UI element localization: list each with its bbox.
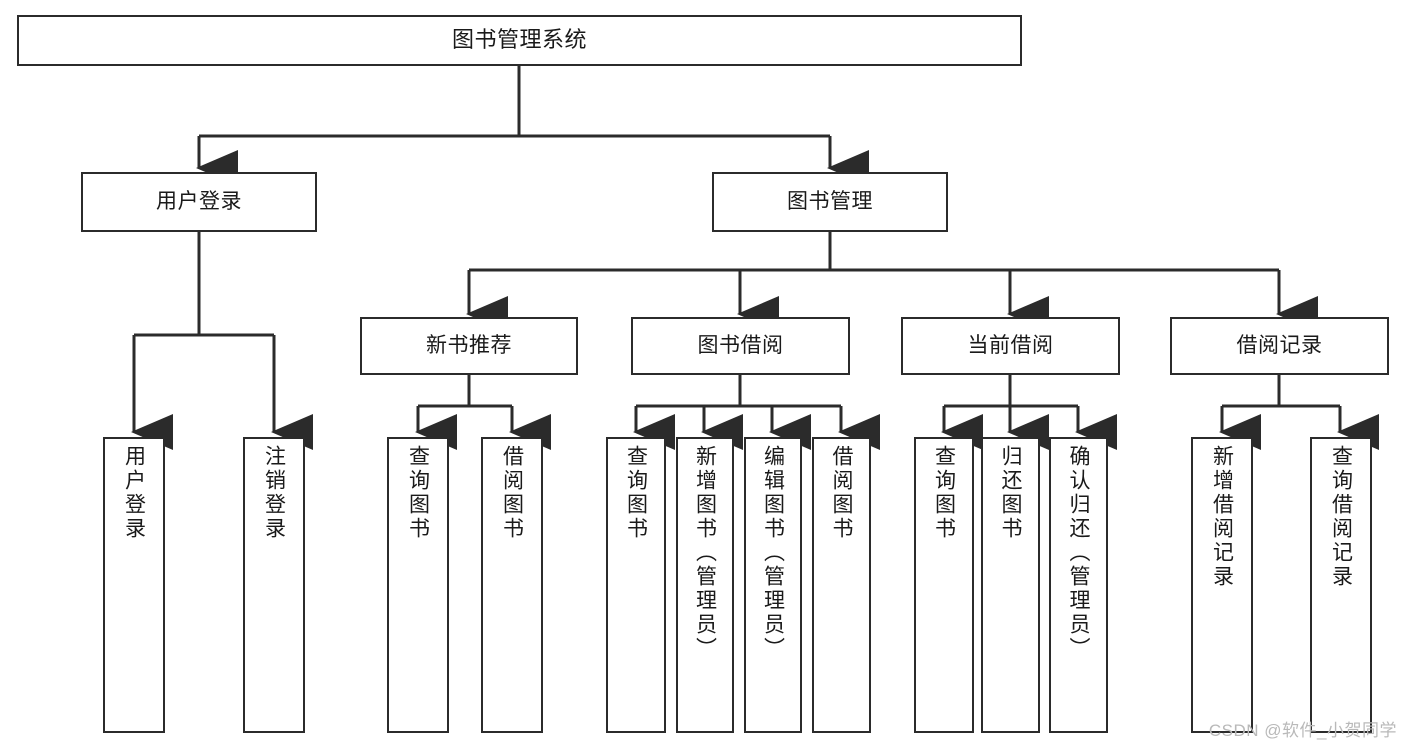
node-book-borrow[interactable]: 图书借阅 [631, 317, 850, 375]
node-user-login[interactable]: 用户登录 [81, 172, 317, 232]
leaf-edit-book-admin[interactable]: 编辑图书（管理员） [744, 437, 802, 733]
node-label: 当前借阅 [967, 334, 1054, 358]
leaf-confirm-return-admin[interactable]: 确认归还（管理员） [1049, 437, 1108, 733]
node-root-system[interactable]: 图书管理系统 [17, 15, 1022, 66]
node-label: 图书管理系统 [451, 27, 587, 53]
leaf-user-login[interactable]: 用户登录 [103, 437, 165, 733]
node-book-manage[interactable]: 图书管理 [712, 172, 948, 232]
leaf-borrow-book[interactable]: 借阅图书 [812, 437, 871, 733]
node-label: 借阅图书 [830, 445, 853, 541]
node-label: 图书管理 [787, 190, 873, 214]
node-label: 确认归还（管理员） [1067, 445, 1090, 661]
node-borrow-record[interactable]: 借阅记录 [1170, 317, 1389, 375]
leaf-return-book[interactable]: 归还图书 [981, 437, 1040, 733]
node-label: 借阅图书 [500, 445, 524, 541]
node-label: 查询图书 [932, 445, 956, 541]
csdn-watermark: CSDN @软件_小贺同学 [1208, 721, 1397, 740]
leaf-add-borrow-record[interactable]: 新增借阅记录 [1191, 437, 1253, 733]
node-label: 用户登录 [156, 190, 242, 214]
node-label: 查询图书 [624, 445, 648, 541]
leaf-query-borrow-record[interactable]: 查询借阅记录 [1310, 437, 1372, 733]
node-label: 图书借阅 [697, 334, 784, 358]
leaf-logout[interactable]: 注销登录 [243, 437, 305, 733]
node-label: 新书推荐 [426, 334, 512, 358]
leaf-query-book-current[interactable]: 查询图书 [914, 437, 974, 733]
leaf-query-book-recommend[interactable]: 查询图书 [387, 437, 449, 733]
node-label: 归还图书 [999, 445, 1022, 541]
leaf-query-book-borrow[interactable]: 查询图书 [606, 437, 666, 733]
node-label: 注销登录 [262, 445, 286, 541]
node-new-book-recommend[interactable]: 新书推荐 [360, 317, 578, 375]
node-label: 编辑图书（管理员） [761, 445, 785, 661]
node-label: 查询借阅记录 [1329, 445, 1353, 589]
node-label: 用户登录 [122, 445, 146, 541]
node-label: 借阅记录 [1236, 334, 1323, 358]
leaf-borrow-book-recommend[interactable]: 借阅图书 [481, 437, 543, 733]
node-current-borrow[interactable]: 当前借阅 [901, 317, 1120, 375]
node-label: 新增图书（管理员） [693, 445, 717, 661]
node-label: 查询图书 [406, 445, 430, 541]
leaf-add-book-admin[interactable]: 新增图书（管理员） [676, 437, 734, 733]
node-label: 新增借阅记录 [1210, 445, 1234, 589]
